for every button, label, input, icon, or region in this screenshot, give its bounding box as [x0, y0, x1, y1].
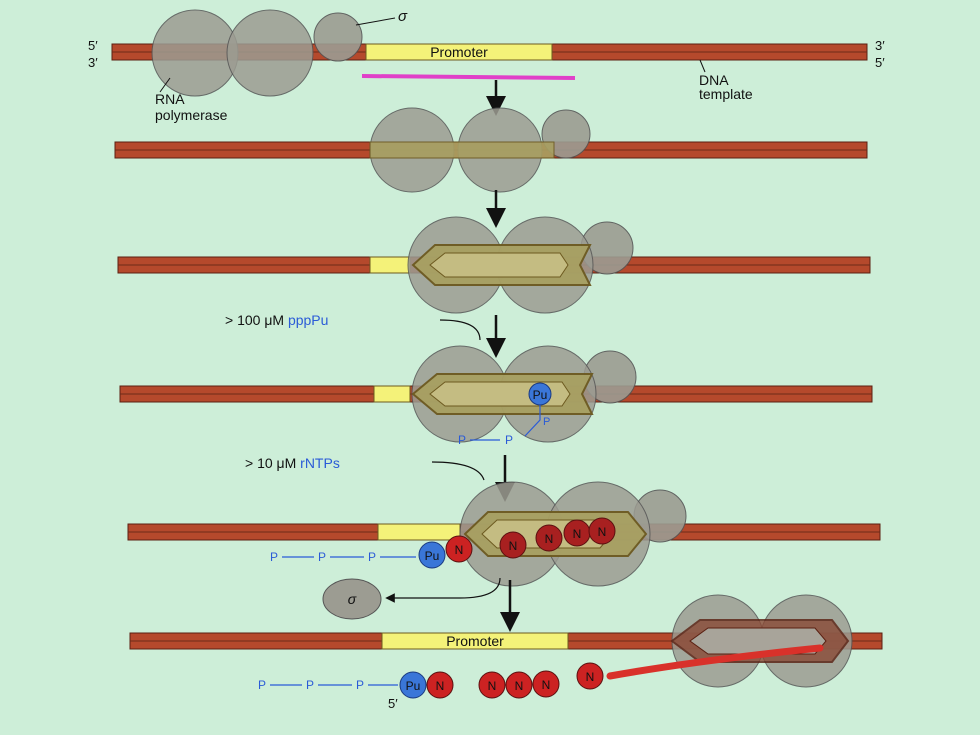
triphosphate-link [524, 405, 541, 437]
nucleotide [532, 670, 560, 698]
five-prime-right-label: 5′ [875, 55, 885, 70]
step-3-concentration: > 100 μM pppPu [225, 312, 328, 328]
phosphate-label: P [543, 416, 550, 428]
phosphate-label: P [270, 550, 278, 564]
three-prime-top-label: 3′ [88, 55, 98, 70]
nucleotide [588, 517, 616, 545]
nucleotide-label: N [455, 543, 464, 557]
promoter-box [373, 385, 411, 403]
stage-2-closed-complex [114, 107, 868, 193]
nucleotide [576, 662, 604, 690]
phosphate-label: P [368, 550, 376, 564]
five-prime-bottom-label: 5′ [388, 696, 398, 711]
rna-polymerase-label-line2: polymerase [155, 107, 228, 123]
stage-5-elongation-start: P P P Pu N N N N N [127, 481, 881, 587]
stage-6-elongation: Promoter P P P Pu N N N N N 5′ [129, 594, 883, 711]
sigma-label: σ [398, 8, 408, 25]
stage-4-first-nucleotide: Pu P P P [119, 345, 873, 447]
nucleotide [478, 671, 506, 699]
sigma-release-curve [385, 577, 501, 603]
five-prime-top-label: 5′ [88, 38, 98, 53]
nucleotide-label: N [542, 678, 551, 692]
rna-polymerase-pointer [159, 77, 171, 93]
released-sigma-factor [322, 578, 382, 620]
sigma-factor [313, 12, 363, 62]
nucleotide-label: N [598, 525, 607, 539]
nucleotide-label: N [436, 679, 445, 693]
phosphate-label: P [505, 433, 513, 447]
nucleotide [426, 671, 454, 699]
step-3-curve [439, 319, 481, 341]
purine-label: Pu [533, 388, 548, 402]
primer-bar [361, 74, 576, 80]
promoter-label: Promoter [446, 633, 504, 649]
three-prime-right-label: 3′ [875, 38, 885, 53]
phosphate-label: P [258, 678, 266, 692]
phosphate-label: P [318, 550, 326, 564]
phosphate-label: P [356, 678, 364, 692]
rna-transcript-strand [606, 644, 824, 680]
nucleotide [499, 531, 527, 559]
promoter-box [369, 256, 411, 274]
promoter-box [381, 632, 569, 650]
rna-polymerase-lobe-right [226, 9, 314, 97]
bubble-inner [429, 252, 569, 278]
promoter-box [377, 523, 461, 541]
step-4-curve [431, 461, 485, 481]
dna-template-pointer [699, 59, 706, 73]
promoter-label: Promoter [430, 44, 488, 60]
purine-label: Pu [406, 679, 421, 693]
rna-polymerase-lobe-left [151, 9, 239, 97]
step-4-concentration: > 10 μM rNTPs [245, 455, 340, 471]
dna-template-label-line2: template [699, 86, 753, 102]
stage-1-binding: Promoter σ 5′ 3′ 3′ 5′ RNA polymerase DN… [88, 8, 885, 123]
nucleotide-label: N [573, 527, 582, 541]
purine-nucleotide [418, 541, 446, 569]
nucleotide-label: N [509, 539, 518, 553]
nucleotide-label: N [488, 679, 497, 693]
stage-3-open-complex [117, 216, 871, 314]
dna-template-label-line1: DNA [699, 72, 729, 88]
nucleotide-label: N [545, 532, 554, 546]
phosphate-label: P [458, 433, 466, 447]
purine-label: Pu [425, 549, 440, 563]
purine-nucleotide [399, 671, 427, 699]
nucleotide-label: N [515, 679, 524, 693]
nucleotide [505, 671, 533, 699]
nucleotide [445, 535, 473, 563]
rna-polymerase-label-line1: RNA [155, 91, 185, 107]
nucleotide-label: N [586, 670, 595, 684]
nucleotide [535, 524, 563, 552]
promoter-under-polymerase [369, 141, 555, 159]
phosphate-label: P [306, 678, 314, 692]
promoter-box [365, 43, 553, 61]
sigma-pointer [355, 17, 396, 26]
released-sigma-label: σ [348, 591, 357, 607]
